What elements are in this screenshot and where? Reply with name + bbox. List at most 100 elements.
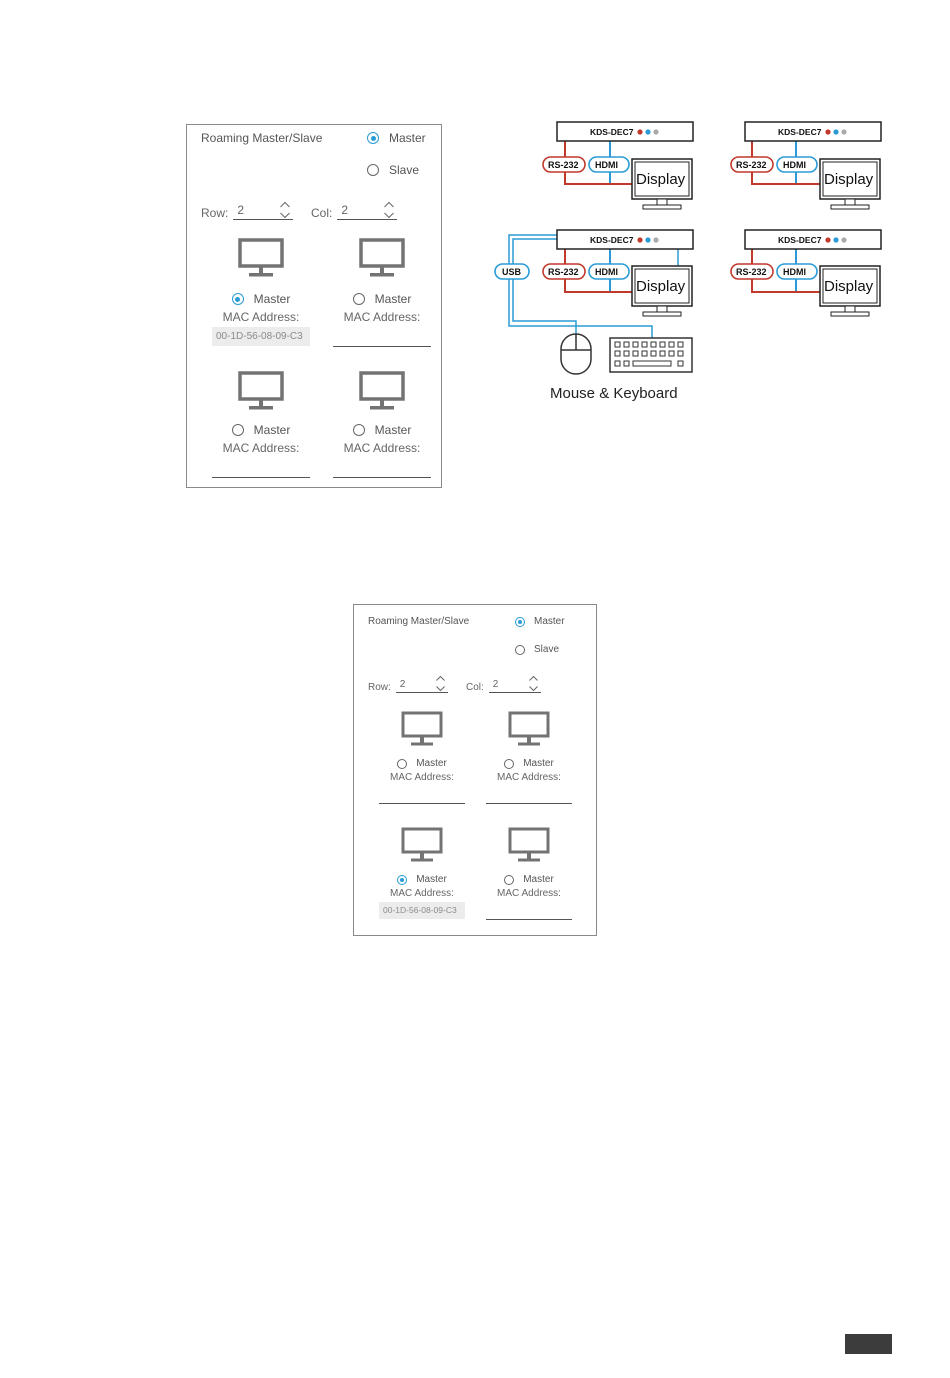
cell-2-master-option[interactable]: Master (485, 758, 573, 769)
grid-cell-4: Master MAC Address: (485, 827, 573, 920)
row-field: Row: 2 (201, 201, 294, 220)
cell-1-master-radio[interactable] (397, 758, 408, 769)
kvm-roaming-diagram: KDS-DEC7 KDS-DEC7 KDS-DEC7 KDS-DEC7 RS-2… (494, 121, 882, 402)
cell-4-mac-label: MAC Address: (497, 888, 561, 899)
col-field: Col: 2 (311, 201, 398, 220)
cell-2-mac-field[interactable] (333, 327, 431, 347)
hdmi-label-1: HDMI (595, 160, 618, 170)
cell-2-master-radio[interactable] (504, 758, 515, 769)
cell-1-master-radio[interactable] (231, 293, 244, 305)
col-value: 2 (341, 203, 349, 217)
cell-1-master-label: Master (253, 292, 291, 306)
master-radio[interactable] (367, 132, 379, 144)
cell-4-master-label: Master (374, 423, 412, 437)
cell-3-master-radio[interactable] (397, 874, 408, 885)
cell-1-mac-label: MAC Address: (390, 772, 454, 783)
cell-1-master-option[interactable]: Master (211, 292, 311, 306)
cell-3-mac-label: MAC Address: (222, 441, 300, 455)
row-stepper-icon[interactable] (435, 675, 446, 692)
decoder-4-label: KDS-DEC7 (778, 235, 822, 245)
cell-2-master-radio[interactable] (352, 293, 365, 305)
col-field: Col: 2 (466, 675, 541, 693)
cell-2-master-option[interactable]: Master (332, 292, 432, 306)
cell-2-mac-field[interactable] (486, 786, 572, 804)
cell-4-mac-field[interactable] (486, 902, 572, 920)
row-input[interactable]: 2 (233, 201, 294, 220)
page-tab (845, 1334, 892, 1354)
master-radio[interactable] (515, 616, 525, 627)
cell-4-master-radio[interactable] (352, 424, 365, 436)
cell-3-master-label: Master (253, 423, 291, 437)
cell-3-master-label: Master (416, 874, 447, 885)
mode-slave-label: Slave (534, 644, 560, 655)
decoder-4: KDS-DEC7 (744, 229, 882, 250)
row-label: Row: (368, 682, 391, 693)
hdmi-label-3: HDMI (595, 267, 618, 277)
rs232-label-4: RS-232 (736, 267, 767, 277)
col-input[interactable]: 2 (337, 201, 398, 220)
cell-1-master-option[interactable]: Master (378, 758, 466, 769)
grid-cell-4: Master MAC Address: (332, 371, 432, 478)
cell-3-master-option[interactable]: Master (378, 874, 466, 885)
display-3-label: Display (636, 278, 686, 295)
monitor-icon (238, 238, 284, 277)
display-1: Display (631, 158, 693, 210)
panel-title: Roaming Master/Slave (201, 131, 323, 145)
mode-master-option[interactable]: Master (515, 616, 565, 627)
row-label: Row: (201, 206, 229, 220)
cell-1-mac-field[interactable]: 00-1D-56-08-09-C3 (212, 327, 310, 346)
row-input[interactable]: 2 (395, 675, 448, 693)
row-stepper-icon[interactable] (279, 201, 291, 219)
col-stepper-icon[interactable] (528, 675, 539, 692)
cell-1-mac-label: MAC Address: (222, 310, 300, 324)
mode-slave-option[interactable]: Slave (367, 163, 419, 177)
hdmi-label-2: HDMI (783, 160, 806, 170)
cell-1-mac-value: 00-1D-56-08-09-C3 (216, 331, 303, 342)
cell-3-mac-value: 00-1D-56-08-09-C3 (383, 905, 457, 915)
mode-master-label: Master (389, 131, 426, 145)
grid-cell-2: Master MAC Address: (332, 238, 432, 347)
roaming-panel-top: Roaming Master/Slave Master Slave Row: 2… (186, 124, 442, 488)
col-stepper-icon[interactable] (383, 201, 395, 219)
monitor-icon (508, 711, 550, 746)
grid-cell-1: Master MAC Address: 00-1D-56-08-09-C3 (211, 238, 311, 346)
slave-radio[interactable] (367, 164, 379, 176)
display-4-label: Display (824, 278, 874, 295)
cell-4-master-radio[interactable] (504, 874, 515, 885)
monitor-icon (401, 827, 443, 862)
mode-slave-option[interactable]: Slave (515, 644, 559, 655)
cell-2-mac-label: MAC Address: (497, 772, 561, 783)
cell-4-mac-field[interactable] (333, 458, 431, 478)
keyboard-icon (609, 337, 693, 373)
decoder-2: KDS-DEC7 (744, 121, 882, 142)
cell-3-mac-field[interactable] (212, 458, 310, 478)
col-label: Col: (311, 206, 333, 220)
mouse-keyboard-label: Mouse & Keyboard (550, 385, 678, 402)
rs232-label-1: RS-232 (548, 160, 579, 170)
cell-3-master-radio[interactable] (231, 424, 244, 436)
rs232-label-3: RS-232 (548, 267, 579, 277)
grid-cell-3: Master MAC Address: 00-1D-56-08-09-C3 (378, 827, 466, 919)
cell-3-mac-field[interactable]: 00-1D-56-08-09-C3 (379, 902, 465, 919)
col-input[interactable]: 2 (488, 675, 541, 693)
monitor-icon (238, 371, 284, 410)
cell-2-master-label: Master (523, 758, 554, 769)
slave-radio[interactable] (515, 644, 525, 655)
cell-3-master-option[interactable]: Master (211, 423, 311, 437)
usb-label: USB (502, 267, 522, 277)
cell-4-master-option[interactable]: Master (332, 423, 432, 437)
mouse-icon (560, 333, 592, 375)
cell-1-mac-field[interactable] (379, 786, 465, 804)
row-value: 2 (237, 203, 245, 217)
decoder-1-label: KDS-DEC7 (590, 127, 634, 137)
cell-4-master-option[interactable]: Master (485, 874, 573, 885)
cell-1-master-label: Master (416, 758, 447, 769)
mode-master-option[interactable]: Master (367, 131, 426, 145)
decoder-3: KDS-DEC7 (556, 229, 694, 250)
decoder-1: KDS-DEC7 (556, 121, 694, 142)
rs232-label-2: RS-232 (736, 160, 767, 170)
cell-4-master-label: Master (523, 874, 554, 885)
grid-cell-2: Master MAC Address: (485, 711, 573, 804)
mode-slave-label: Slave (389, 163, 420, 177)
grid-cell-3: Master MAC Address: (211, 371, 311, 478)
